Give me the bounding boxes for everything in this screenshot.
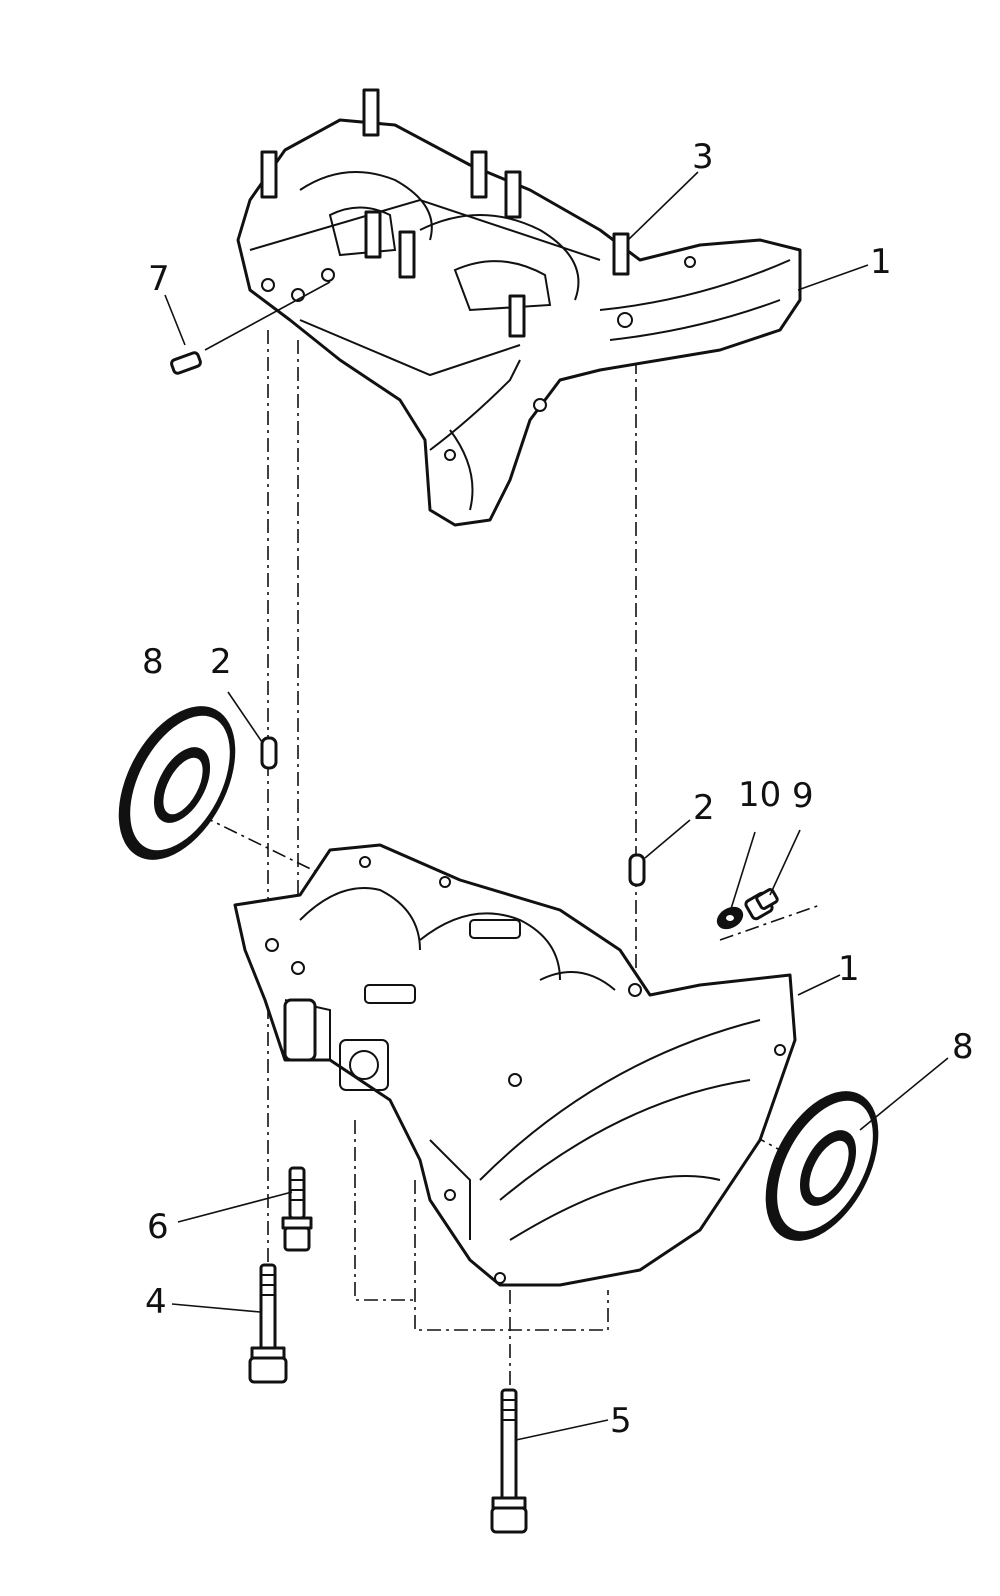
plug-part [744,888,779,921]
lower-crankcase [233,843,797,1287]
callout-seal-left: 8 [142,642,164,682]
seal-right-part [765,1091,879,1241]
callout-lower-crankcase: 1 [838,949,860,989]
callout-pin: 7 [148,259,170,299]
callout-seal-right: 8 [952,1027,974,1067]
callout-long-bolt-left: 4 [145,1282,167,1322]
callout-washer: 10 [738,775,781,815]
long-bolt-left-part [248,1263,288,1384]
upper-crankcase-studs [260,88,630,338]
dowel-left-part [260,736,278,770]
callout-long-bolt-bottom: 5 [610,1401,632,1441]
dowel-right-part [628,853,646,887]
callout-dowel-right: 2 [693,788,715,828]
callout-plug: 9 [792,776,814,816]
callout-stud: 3 [692,137,714,177]
callout-upper-crankcase: 1 [870,242,892,282]
pin-part [170,351,202,375]
short-bolt-part [281,1166,313,1252]
callout-short-bolt: 6 [147,1207,169,1247]
callout-dowel-left: 2 [210,642,232,682]
long-bolt-bottom-part [490,1388,528,1534]
seal-left-part [118,706,236,860]
leader-lines [164,171,949,1441]
washer-part [716,906,744,930]
callouts: 1 1 2 2 3 4 5 6 7 8 8 9 10 [142,137,974,1441]
